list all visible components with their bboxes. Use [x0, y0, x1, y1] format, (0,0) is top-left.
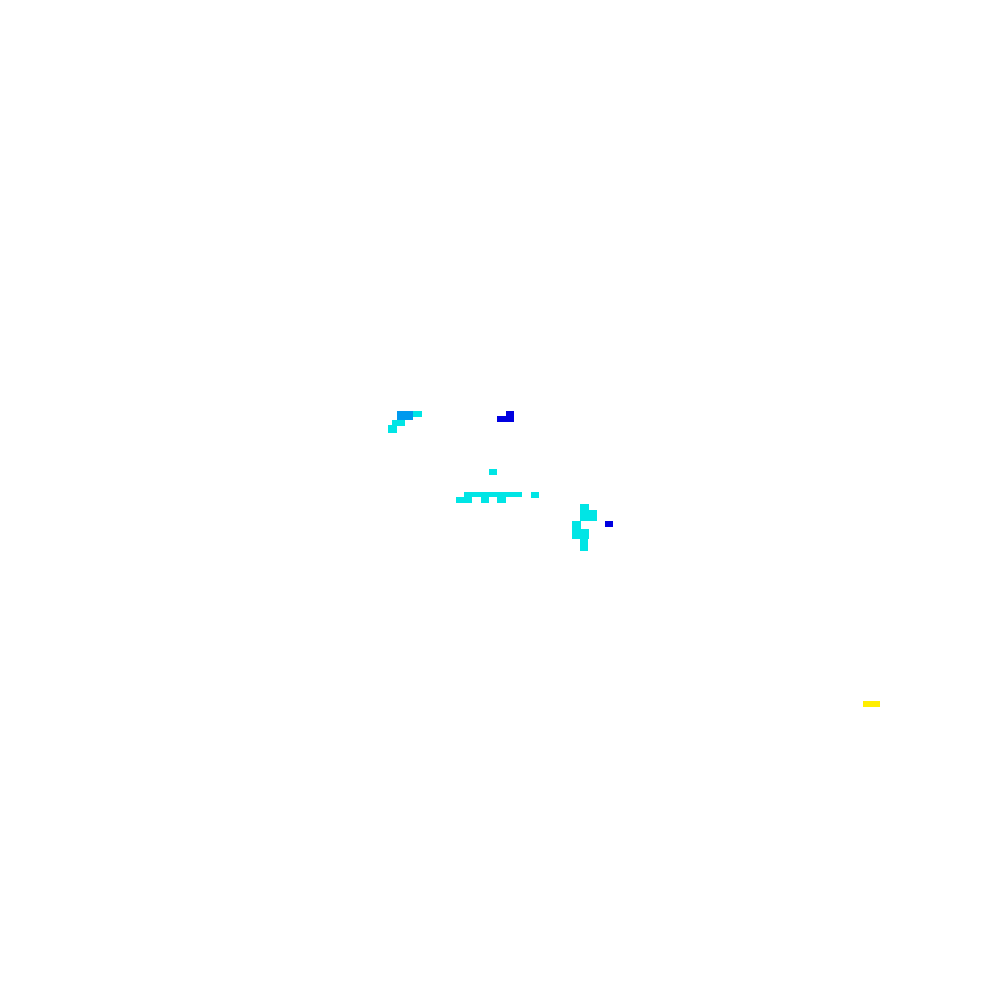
cyan-blob-top — [580, 504, 589, 510]
cyan-line — [464, 492, 522, 497]
blue-pixels-top-corner — [506, 411, 514, 416]
blue-dot — [605, 521, 613, 527]
cyan-blob-lower — [572, 529, 589, 539]
cyan-line-mid — [481, 497, 489, 503]
blue-pixels-top — [497, 416, 514, 422]
streak-cyan-end — [388, 425, 397, 433]
cyan-blob-bottom — [580, 539, 588, 551]
streak-cyan-tip — [413, 411, 422, 417]
cyan-dot-upper — [489, 469, 497, 475]
streak-cyan — [392, 420, 405, 426]
cyan-blob-left — [572, 521, 581, 531]
cyan-blob-upper — [580, 510, 597, 521]
cyan-line-mid2 — [497, 497, 506, 503]
yellow-dash — [863, 701, 880, 707]
cyan-dot-right — [531, 492, 539, 498]
cyan-line-left — [456, 497, 472, 503]
streak-light-blue — [397, 411, 413, 420]
